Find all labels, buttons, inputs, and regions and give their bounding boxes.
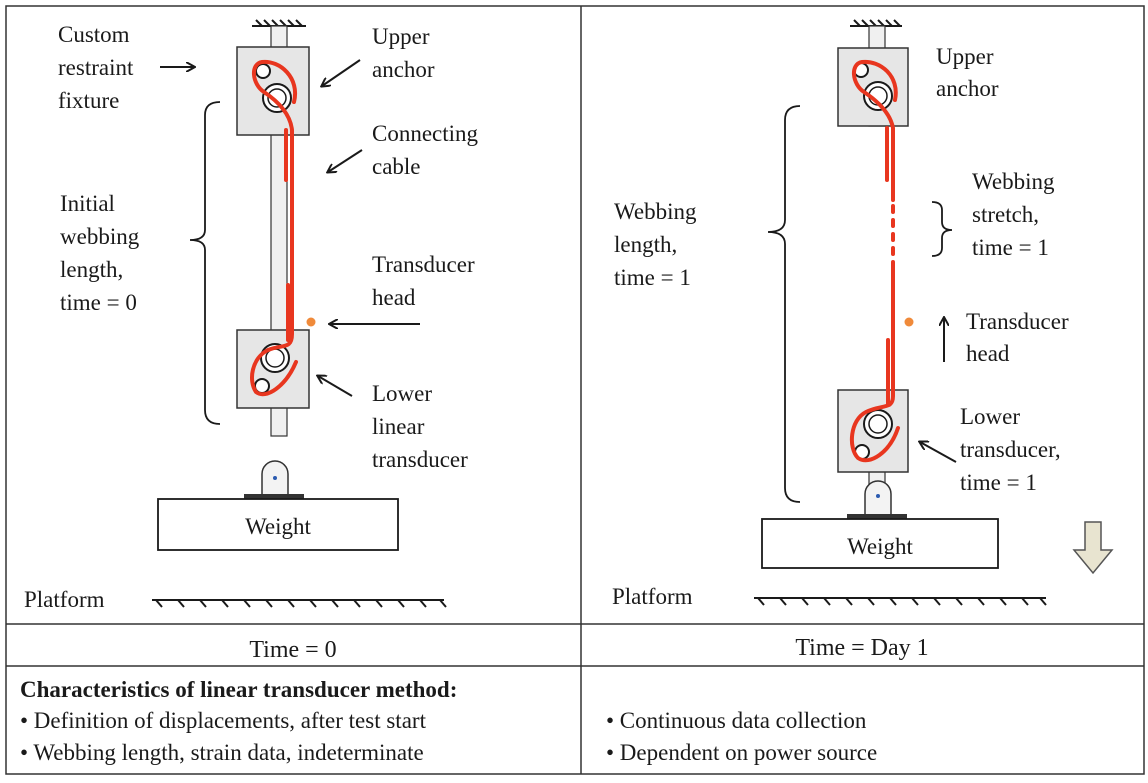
svg-text:time = 1: time = 1 bbox=[614, 265, 691, 290]
svg-text:time = 1: time = 1 bbox=[972, 235, 1049, 260]
right-upper-anchor-fixture bbox=[837, 47, 909, 127]
right-weight-hook bbox=[847, 480, 907, 519]
svg-text:Transducer: Transducer bbox=[372, 252, 475, 277]
label-transducer-head-right: Transducer head bbox=[966, 309, 1069, 366]
characteristic-right-2: • Dependent on power source bbox=[606, 740, 877, 765]
label-initial-webbing-length: Initial webbing length, time = 0 bbox=[60, 191, 140, 315]
left-upper-anchor-fixture bbox=[236, 46, 310, 136]
right-panel: Weight Platform Upper anchor Webbing str… bbox=[612, 19, 1114, 609]
outer-border bbox=[5, 5, 1145, 775]
characteristics-heading: Characteristics of linear transducer met… bbox=[20, 677, 457, 702]
label-lower-transducer-time1: Lower transducer, time = 1 bbox=[960, 404, 1061, 495]
svg-text:stretch,: stretch, bbox=[972, 202, 1039, 227]
characteristic-left-2: • Webbing length, strain data, indetermi… bbox=[20, 740, 424, 765]
label-connecting-cable: Connecting cable bbox=[372, 121, 479, 179]
caption-time-0: Time = 0 bbox=[249, 637, 336, 663]
left-platform-hatch bbox=[152, 599, 447, 608]
arrow-connecting-cable bbox=[328, 149, 363, 172]
svg-text:Webbing: Webbing bbox=[972, 169, 1055, 194]
svg-text:length,: length, bbox=[60, 257, 123, 282]
label-upper-anchor-right: Upper anchor bbox=[936, 44, 999, 101]
right-platform-label: Platform bbox=[612, 584, 693, 609]
svg-text:time = 0: time = 0 bbox=[60, 290, 137, 315]
label-webbing-stretch: Webbing stretch, time = 1 bbox=[972, 169, 1055, 260]
webbing-stretch-brace bbox=[931, 201, 953, 257]
arrow-lower-transducer-right bbox=[920, 442, 957, 463]
left-lower-transducer-fixture bbox=[236, 329, 310, 409]
svg-text:transducer,: transducer, bbox=[960, 437, 1061, 462]
label-upper-anchor-left: Upper anchor bbox=[372, 24, 435, 82]
left-weight-box bbox=[157, 498, 399, 551]
svg-text:anchor: anchor bbox=[372, 57, 435, 82]
left-webbing bbox=[250, 59, 298, 397]
left-panel: Weight Platform Custom restraint fixture… bbox=[24, 19, 479, 612]
svg-text:Upper: Upper bbox=[936, 44, 994, 69]
svg-text:head: head bbox=[966, 341, 1010, 366]
label-webbing-length-time1: Webbing length, time = 1 bbox=[614, 199, 697, 290]
svg-text:restraint: restraint bbox=[58, 55, 134, 80]
left-transducer-head-dot bbox=[306, 317, 316, 327]
right-ceiling-hatch bbox=[850, 19, 902, 27]
svg-text:Connecting: Connecting bbox=[372, 121, 479, 146]
characteristic-right-1: • Continuous data collection bbox=[606, 708, 867, 733]
left-weight-label: Weight bbox=[245, 514, 311, 539]
svg-text:Lower: Lower bbox=[960, 404, 1020, 429]
svg-text:Upper: Upper bbox=[372, 24, 430, 49]
svg-text:cable: cable bbox=[372, 154, 421, 179]
svg-text:webbing: webbing bbox=[60, 224, 140, 249]
right-platform-hatch bbox=[754, 597, 1047, 606]
svg-text:Initial: Initial bbox=[60, 191, 115, 216]
svg-text:head: head bbox=[372, 285, 416, 310]
right-webbing bbox=[849, 59, 900, 463]
left-weight-hook bbox=[244, 460, 304, 499]
svg-text:Transducer: Transducer bbox=[966, 309, 1069, 334]
label-lower-linear-transducer: Lower linear transducer bbox=[372, 381, 468, 472]
arrow-upper-anchor-left bbox=[322, 59, 361, 86]
svg-text:time = 1: time = 1 bbox=[960, 470, 1037, 495]
right-webbing-length-brace bbox=[767, 105, 801, 503]
label-transducer-head-left: Transducer head bbox=[372, 252, 475, 310]
caption-time-day-1: Time = Day 1 bbox=[795, 635, 928, 661]
table-frame bbox=[5, 5, 1145, 775]
right-weight-label: Weight bbox=[847, 534, 913, 559]
svg-text:transducer: transducer bbox=[372, 447, 468, 472]
svg-text:length,: length, bbox=[614, 232, 677, 257]
svg-text:fixture: fixture bbox=[58, 88, 119, 113]
left-initial-length-brace bbox=[189, 101, 221, 425]
svg-text:Webbing: Webbing bbox=[614, 199, 697, 224]
svg-text:anchor: anchor bbox=[936, 76, 999, 101]
left-platform-label: Platform bbox=[24, 587, 105, 612]
svg-text:linear: linear bbox=[372, 414, 425, 439]
arrow-lower-linear-transducer bbox=[318, 376, 353, 397]
characteristic-left-1: • Definition of displacements, after tes… bbox=[20, 708, 427, 733]
left-ceiling-hatch bbox=[252, 19, 306, 27]
label-custom-restraint-fixture: Custom restraint fixture bbox=[58, 22, 134, 113]
down-arrow-icon bbox=[1072, 521, 1114, 575]
right-transducer-head-dot bbox=[904, 317, 914, 327]
right-weight-box bbox=[761, 518, 999, 569]
svg-text:Lower: Lower bbox=[372, 381, 432, 406]
svg-text:Custom: Custom bbox=[58, 22, 130, 47]
